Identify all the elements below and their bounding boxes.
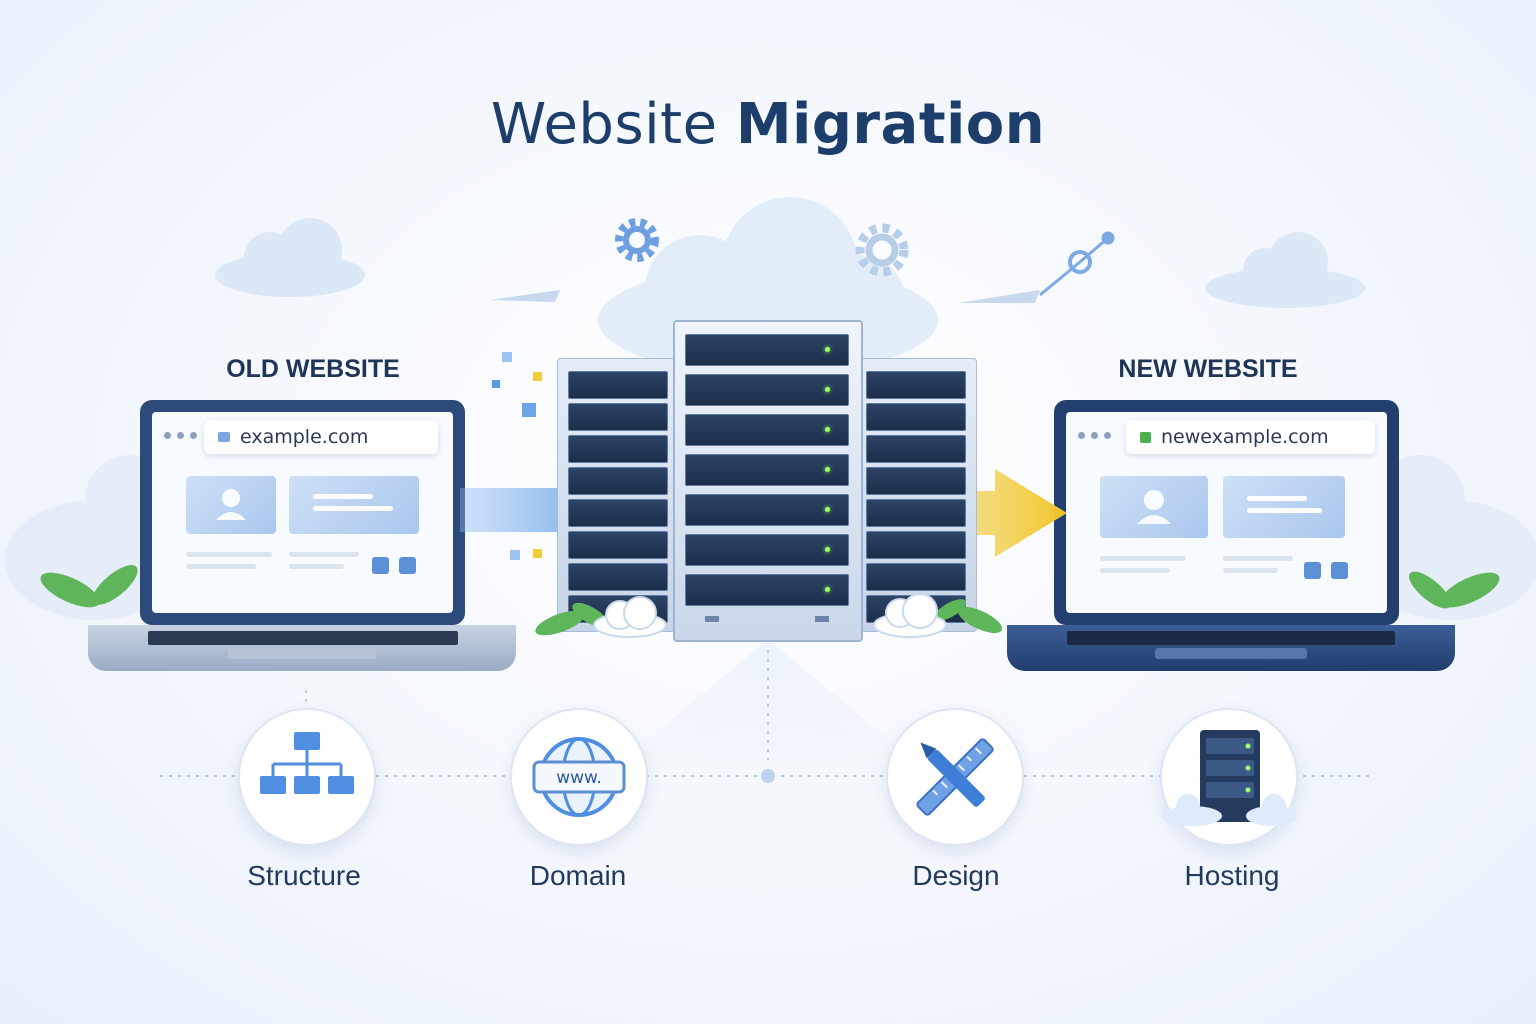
globe-www-icon: www. (532, 737, 626, 817)
structure-circle[interactable] (238, 708, 376, 846)
old-laptop: example.com (88, 400, 516, 675)
title-part-2: Migration (735, 92, 1046, 157)
new-laptop-base (1007, 625, 1455, 671)
category-label-hosting: Hosting (1184, 860, 1280, 891)
hosting-circle[interactable] (1160, 708, 1298, 846)
cloud-left (215, 218, 365, 297)
cloud-right (1205, 232, 1365, 308)
gear-icon (855, 223, 909, 277)
folder-icon[interactable] (372, 557, 389, 574)
profile-card (1100, 476, 1208, 538)
leaves-left (40, 565, 138, 608)
page-icon (218, 432, 230, 442)
old-url-bar[interactable]: example.com (204, 420, 438, 454)
old-laptop-base (88, 625, 516, 671)
old-url-text: example.com (240, 426, 369, 448)
server-rack-center (673, 320, 863, 642)
sitemap-icon (260, 732, 354, 794)
new-website-label: NEW WEBSITE (1118, 355, 1298, 383)
new-laptop: newexample.com (1007, 400, 1455, 675)
content-card (289, 476, 419, 534)
image-icon[interactable] (1331, 562, 1348, 579)
content-card (1223, 476, 1345, 538)
title-part-1: Website (490, 92, 718, 157)
category-label-design: Design (912, 860, 1000, 891)
user-icon (216, 489, 246, 520)
server-cloud-icon (1162, 730, 1298, 826)
server-rack-right (855, 358, 977, 632)
pen-ruler-icon (916, 738, 994, 816)
category-label-structure: Structure (247, 860, 361, 891)
www-text: www. (556, 768, 602, 788)
domain-circle[interactable]: www. (510, 708, 648, 846)
page-title: Website Migration (0, 92, 1536, 157)
server-base-decor (535, 593, 1003, 638)
old-website-label: OLD WEBSITE (226, 355, 400, 383)
node-chart-icon (1039, 231, 1115, 297)
lock-icon (1140, 431, 1151, 443)
design-circle[interactable] (886, 708, 1024, 846)
new-url-text: newexample.com (1161, 426, 1329, 448)
profile-card (186, 476, 276, 534)
folder-icon[interactable] (1304, 562, 1321, 579)
gear-icon (615, 218, 659, 262)
settings-icon[interactable] (399, 557, 416, 574)
leaves-right (1409, 571, 1500, 609)
user-icon (1137, 490, 1171, 524)
category-label-domain: Domain (529, 860, 627, 891)
new-url-bar[interactable]: newexample.com (1126, 420, 1375, 454)
